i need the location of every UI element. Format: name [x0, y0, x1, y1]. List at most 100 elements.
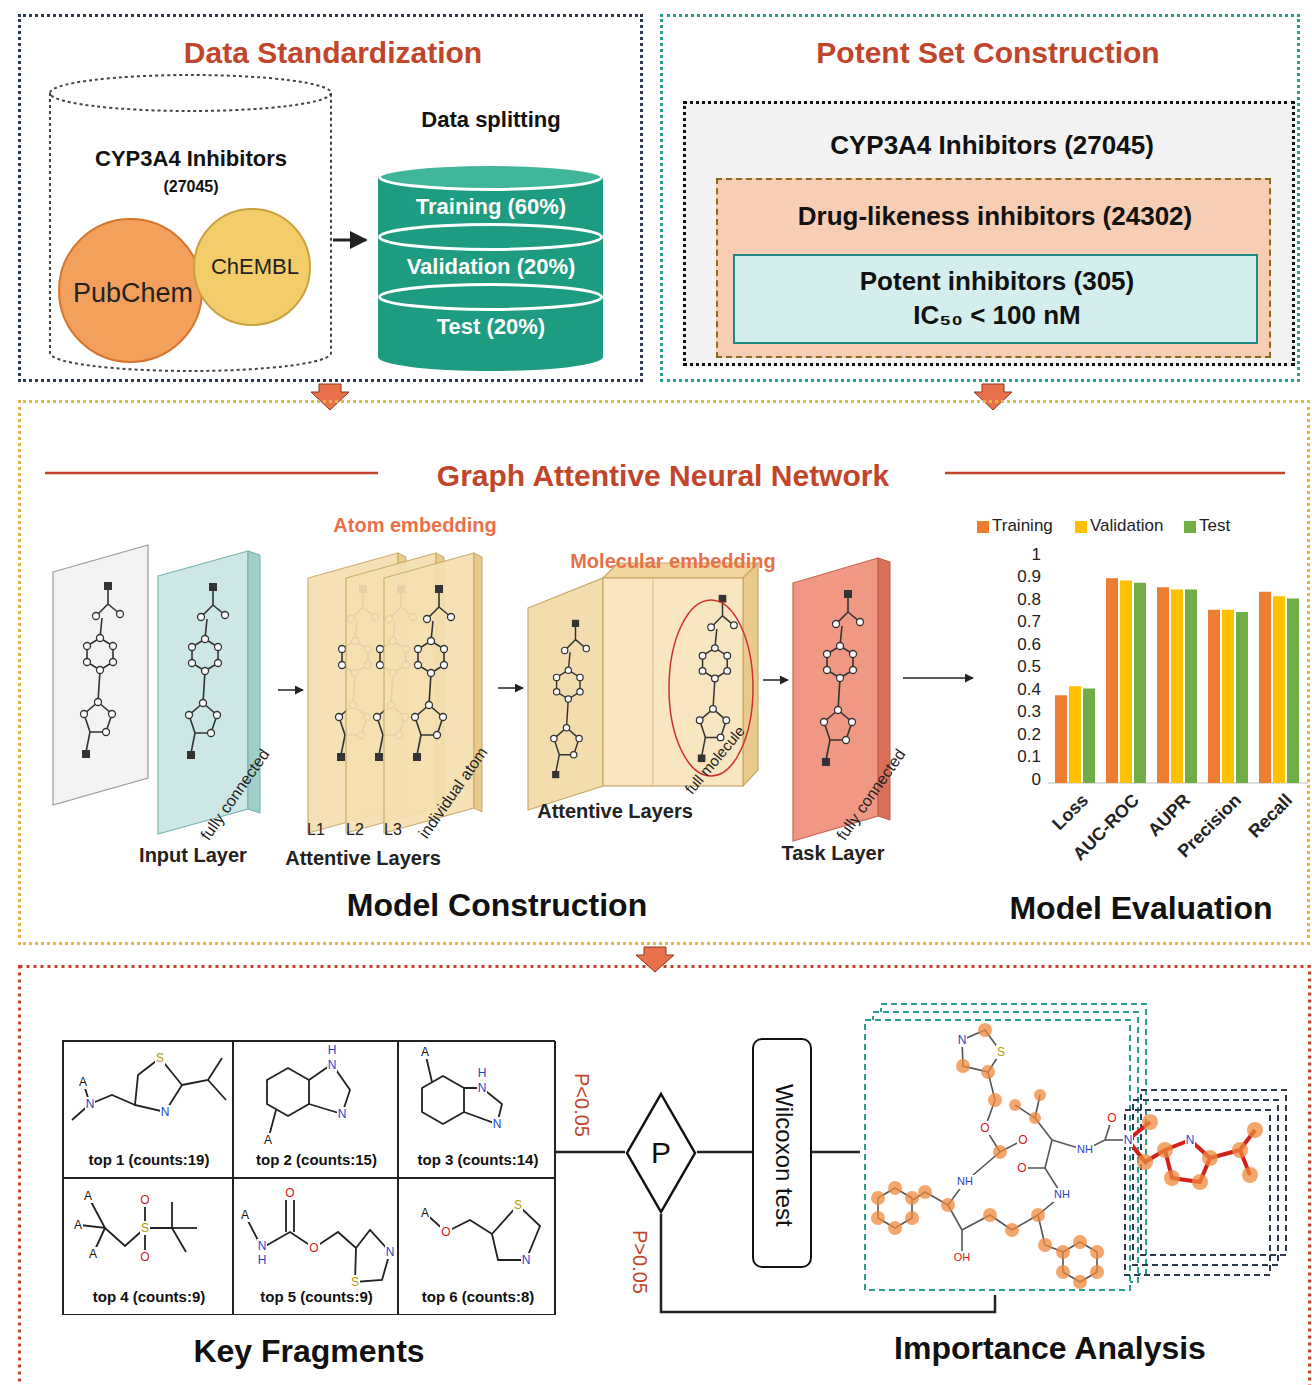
atom-label: O: [1106, 1111, 1117, 1125]
block-arrow: [974, 384, 1012, 410]
node-text: Atom embedding: [315, 513, 515, 537]
drawing-circle: [1192, 1174, 1208, 1190]
drawing-polyline: [182, 1058, 222, 1085]
block-arrow: [311, 384, 349, 410]
axis-tick: 0.5: [1007, 657, 1041, 677]
node-text: Attentive Layers: [515, 799, 715, 823]
fragment-cell: top 6 (counts:8): [398, 1178, 556, 1315]
drawing-polyline: [948, 1205, 962, 1258]
panel: Data StandardizationCYP3A4 Inhibitors(27…: [18, 14, 643, 382]
atom-label: N: [385, 1245, 396, 1259]
legend-text: Validation: [1090, 516, 1163, 536]
drawing-circle: [993, 1145, 1007, 1159]
atom-label: N: [160, 1105, 171, 1119]
drawing-ellipse: [50, 75, 331, 111]
drawing-circle: [1137, 1154, 1153, 1170]
atom-label: S: [996, 1045, 1006, 1059]
atom-label: N: [477, 1081, 488, 1095]
drawing-circle: [941, 1198, 955, 1212]
atom-label: A: [420, 1206, 430, 1220]
legend-swatch: [977, 521, 989, 533]
drawing-rect: [1236, 612, 1248, 783]
legend-swatch: [1184, 521, 1196, 533]
drawing-circle: [871, 1191, 885, 1205]
atom-label: O: [1016, 1161, 1027, 1175]
drawing-circle: [1056, 1265, 1070, 1279]
atom-label: N: [337, 1107, 348, 1121]
atom-label: N: [1123, 1133, 1134, 1147]
drawing-line: [945, 472, 1285, 475]
atom-label: H: [477, 1066, 488, 1080]
drawing-circle: [1009, 1099, 1021, 1111]
drawing-rect: [1133, 1100, 1278, 1265]
atom-label: O: [284, 1186, 295, 1200]
connector: [278, 689, 303, 691]
drawing-g: [871, 1023, 1263, 1289]
node-text: L3: [378, 820, 408, 839]
node-text: Model Evaluation: [991, 889, 1291, 927]
atom-label: A: [263, 1133, 273, 1147]
drawing-circle: [1031, 1208, 1045, 1222]
node-text: Graph Attentive Neural Network: [383, 458, 943, 494]
input-plane: [53, 545, 148, 805]
drawing-circle: [1202, 1150, 1218, 1166]
atom-label: H: [327, 1043, 338, 1057]
drawing-circle: [1056, 1245, 1070, 1259]
atom-label: A: [240, 1208, 250, 1222]
slab-shape: [788, 548, 903, 858]
node-text: top 3 (counts:14): [403, 1151, 553, 1169]
drawing-rect: [1157, 587, 1169, 783]
panel: Graph Attentive Neural Network fully conn…: [18, 400, 1310, 945]
atom-label: N: [957, 1033, 968, 1047]
drawing-ellipse: [380, 225, 602, 250]
node-text: top 4 (counts:9): [68, 1288, 230, 1306]
drawing-rect: [1208, 610, 1220, 783]
fragment-cell: top 3 (counts:14): [398, 1041, 556, 1178]
node-text: Data splitting: [371, 107, 611, 133]
drawing-circle: [1232, 1142, 1248, 1158]
edge-label: P<0.05: [570, 1065, 594, 1145]
drawing-rect: [1141, 1090, 1286, 1255]
axis-category: Loss: [1000, 790, 1093, 883]
drawing-polyline: [90, 1095, 135, 1105]
task-layer: fully connectedTask Layer: [788, 548, 903, 858]
node-text: Drug-likeness inhibitors (24302): [725, 201, 1265, 232]
molecule-stack: Importance Analysis: [860, 1005, 1290, 1295]
drawing-polygon: [267, 1068, 309, 1116]
connector: [498, 687, 523, 689]
atom-label: NH: [1053, 1188, 1071, 1201]
node-text: P: [641, 1135, 681, 1171]
drawing-g: [865, 1004, 1286, 1290]
atom-label: A: [78, 1075, 88, 1089]
node-text: ChEMBL: [200, 254, 310, 280]
drawing-circle: [1157, 1142, 1173, 1158]
atom-label: NH: [956, 1175, 974, 1188]
drawing-rect: [1259, 592, 1271, 783]
drawing-rect: [1069, 686, 1081, 783]
drawing-circle: [1029, 1112, 1041, 1124]
node-text: Potent Set Construction: [688, 35, 1288, 71]
atom-shape: [303, 513, 498, 868]
attentive-layers: Atom embeddingL1L2L3individual atomAtten…: [303, 513, 498, 868]
node-text: Importance Analysis: [860, 1329, 1240, 1367]
atom-label: O: [308, 1241, 319, 1255]
node-text: L1: [301, 820, 331, 839]
drawing-circle: [1090, 1265, 1104, 1279]
atom-label: O: [440, 1225, 451, 1239]
atom-label: O: [979, 1121, 990, 1135]
node-text: CYP3A4 Inhibitors (27045): [697, 130, 1287, 161]
node-text: Potent inhibitors (305): [747, 266, 1247, 297]
drawing-use: [81, 582, 124, 758]
drawing-polyline: [1015, 1105, 1052, 1168]
legend-swatch: [1075, 521, 1087, 533]
drawing-circle: [988, 1093, 1002, 1107]
axis-tick: 0.1: [1007, 747, 1041, 767]
drawing-ellipse: [380, 285, 602, 310]
drawing-polygon: [135, 1058, 182, 1112]
test-box: Wilcoxon test: [752, 1038, 812, 1268]
drawing-rect: [1287, 599, 1299, 784]
axis-tick: 0: [1007, 770, 1041, 790]
molecular-layers: Molecular embeddingfull moleculeAttentiv…: [523, 548, 763, 813]
connector: [903, 677, 973, 679]
node-text: Attentive Layers: [268, 846, 458, 870]
